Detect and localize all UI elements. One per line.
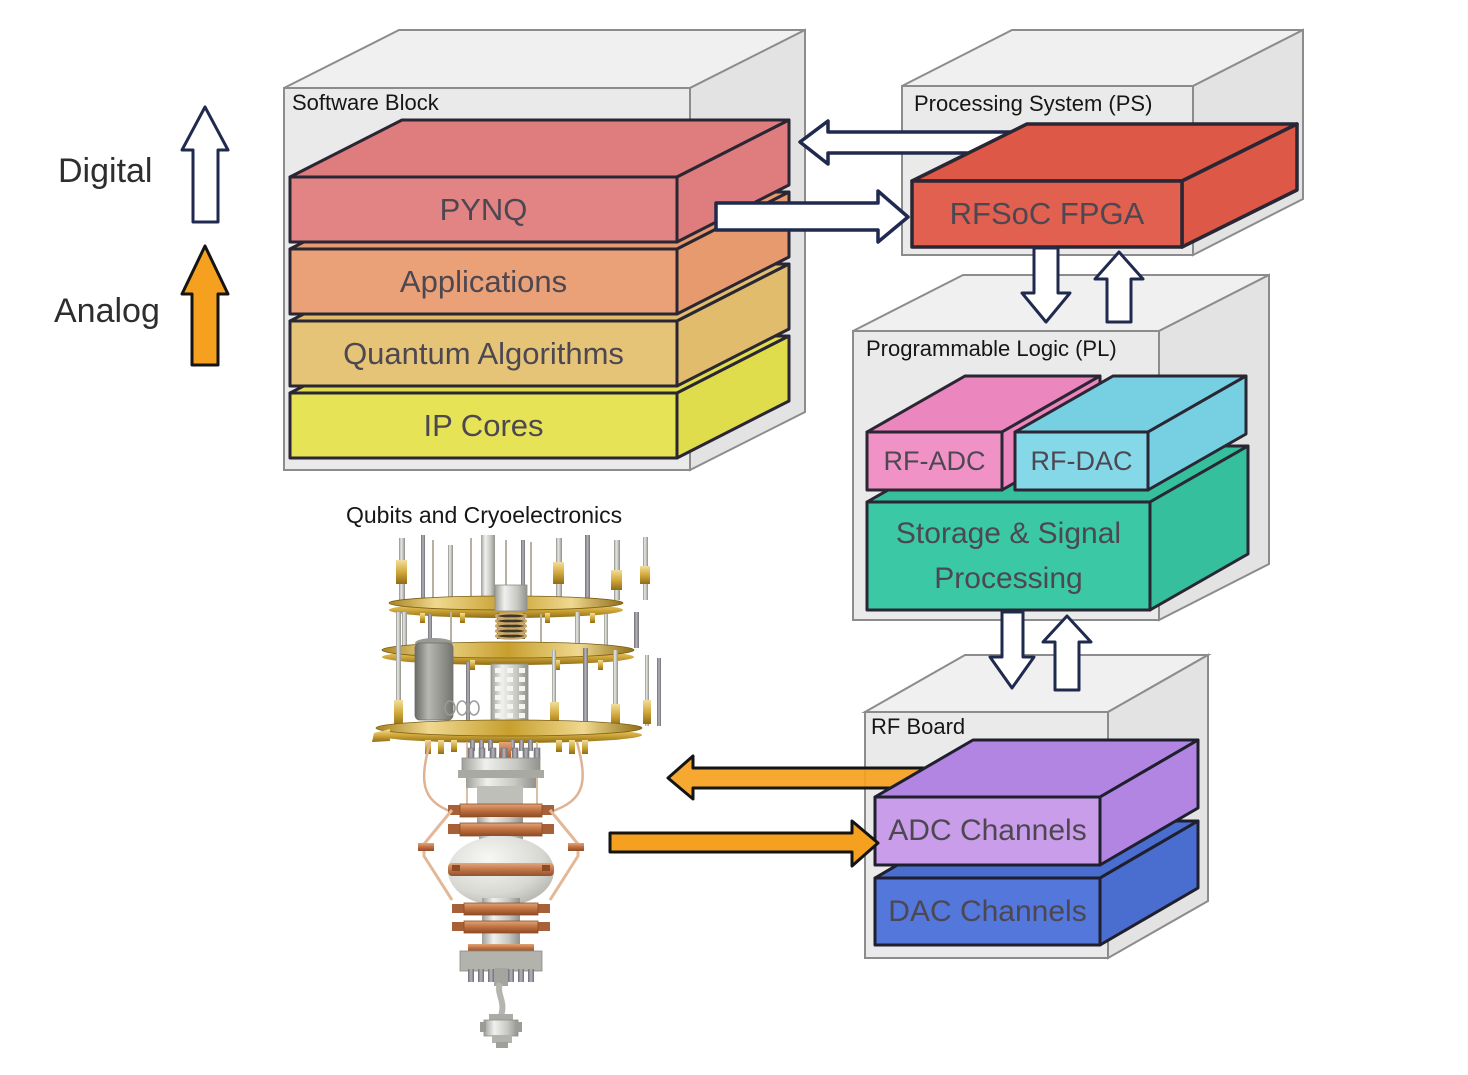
digital-up-arrow: [180, 105, 230, 224]
rfsoc-fpga-slab: [910, 122, 1299, 249]
cryostat-plate-bottom: [372, 719, 643, 754]
analog-up-arrow: [180, 244, 230, 367]
adc-channels-slab: [873, 738, 1200, 867]
rf-dac-slab: [1013, 374, 1248, 492]
cryostat-photo: [372, 535, 661, 1048]
rf-pl-up-arrow: [1041, 614, 1093, 692]
pl-rf-down-arrow: [988, 610, 1036, 690]
ps-pl-down-arrow: [1020, 246, 1072, 324]
pynq-to-rfsoc-arrow: [714, 189, 910, 244]
layer-pynq: [288, 118, 791, 244]
qubits-to-adc-arrow: [608, 819, 880, 868]
pl-ps-up-arrow: [1093, 250, 1145, 324]
